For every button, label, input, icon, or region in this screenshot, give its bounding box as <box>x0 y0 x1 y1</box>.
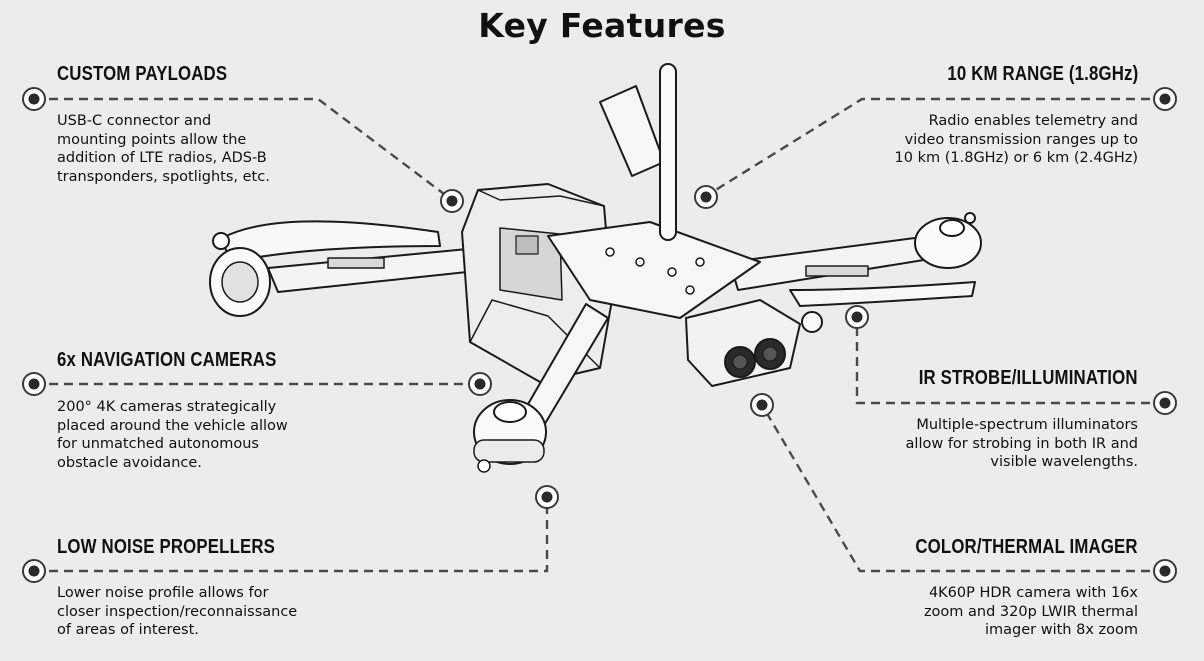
callout-dot-custom-payloads-target <box>440 189 464 213</box>
feature-desc-line: visible wavelengths. <box>990 454 1138 470</box>
feature-desc-line: 10 km (1.8GHz) or 6 km (2.4GHz) <box>894 150 1138 166</box>
back-left-vent <box>327 257 385 269</box>
feature-desc-line: Radio enables telemetry and <box>928 113 1138 129</box>
callout-dot-imager-target <box>750 393 774 417</box>
callout-dots <box>22 87 1177 583</box>
callout-dot-ir-strobe-target <box>845 305 869 329</box>
feature-desc-line: USB-C connector and <box>57 113 212 129</box>
back-right-propeller <box>789 281 976 307</box>
feature-title-imager: COLOR/THERMAL IMAGER <box>915 536 1138 558</box>
feature-title-custom-payloads: CUSTOM PAYLOADS <box>57 63 228 85</box>
feature-desc-imager: 4K60P HDR camera with 16x zoom and 320p … <box>924 584 1138 640</box>
callout-dot-navigation-cameras-end <box>22 372 46 396</box>
callout-dot-low-noise-propellers-target <box>535 485 559 509</box>
feature-desc-low-noise-propellers: Lower noise profile allows for closer in… <box>57 584 297 640</box>
top-plate <box>547 221 761 319</box>
feature-desc-line: placed around the vehicle allow <box>57 417 288 434</box>
callout-dot-imager-end <box>1153 559 1177 583</box>
back-left-propeller <box>221 220 441 263</box>
back-left-arm <box>267 247 487 293</box>
callout-dot-navigation-cameras-target <box>468 372 492 396</box>
feature-desc-line: video transmission ranges up to <box>904 131 1138 148</box>
callout-lines <box>34 97 1165 573</box>
feature-desc-range: Radio enables telemetry and video transm… <box>895 112 1138 168</box>
feature-desc-ir-strobe: Multiple-spectrum illuminators allow for… <box>906 416 1138 472</box>
feature-desc-custom-payloads: USB-C connector and mounting points allo… <box>57 112 270 186</box>
feature-title-ir-strobe: IR STROBE/ILLUMINATION <box>919 367 1138 389</box>
feature-desc-line: imager with 8x zoom <box>984 622 1138 638</box>
feature-desc-line: addition of LTE radios, ADS-B <box>57 150 267 166</box>
callout-line-low-noise-propellers <box>34 498 549 573</box>
feature-desc-line: transponders, spotlights, etc. <box>57 168 270 185</box>
feature-title-range: 10 KM RANGE (1.8GHz) <box>947 63 1138 85</box>
feature-desc-line: 200° 4K cameras strategically <box>57 399 277 415</box>
page-title: Key Features <box>478 6 726 45</box>
callout-line-range <box>705 97 1165 198</box>
back-right-vent <box>805 265 869 277</box>
callout-dot-ir-strobe-end <box>1153 391 1177 415</box>
callout-line-imager <box>760 404 1165 573</box>
callout-line-ir-strobe <box>855 317 1165 405</box>
feature-desc-line: for unmatched autonomous <box>57 436 259 452</box>
feature-desc-line: allow for strobing in both IR and <box>905 435 1138 452</box>
feature-title-navigation-cameras: 6x NAVIGATION CAMERAS <box>57 349 277 371</box>
feature-title-low-noise-propellers: LOW NOISE PROPELLERS <box>57 536 276 558</box>
feature-desc-navigation-cameras: 200° 4K cameras strategically placed aro… <box>57 398 288 472</box>
callout-dot-range-end <box>1153 87 1177 111</box>
vertical-antenna <box>659 63 677 241</box>
feature-desc-line: zoom and 320p LWIR thermal <box>923 603 1138 620</box>
feature-desc-line: mounting points allow the <box>57 131 247 148</box>
feature-desc-line: of areas of interest. <box>57 622 199 638</box>
feature-desc-line: 4K60P HDR camera with 16x <box>928 585 1138 601</box>
drone-illustration <box>209 63 982 473</box>
feature-desc-line: Multiple-spectrum illuminators <box>916 417 1138 433</box>
feature-desc-line: obstacle avoidance. <box>57 454 202 471</box>
callout-dot-range-target <box>694 185 718 209</box>
feature-desc-line: closer inspection/reconnaissance <box>57 603 298 620</box>
callout-dot-low-noise-propellers-end <box>22 559 46 583</box>
callout-dot-custom-payloads-end <box>22 87 46 111</box>
feature-desc-line: Lower noise profile allows for <box>57 585 269 601</box>
callout-line-custom-payloads <box>34 97 453 201</box>
back-right-arm <box>729 235 937 291</box>
rear-antenna <box>599 85 665 177</box>
